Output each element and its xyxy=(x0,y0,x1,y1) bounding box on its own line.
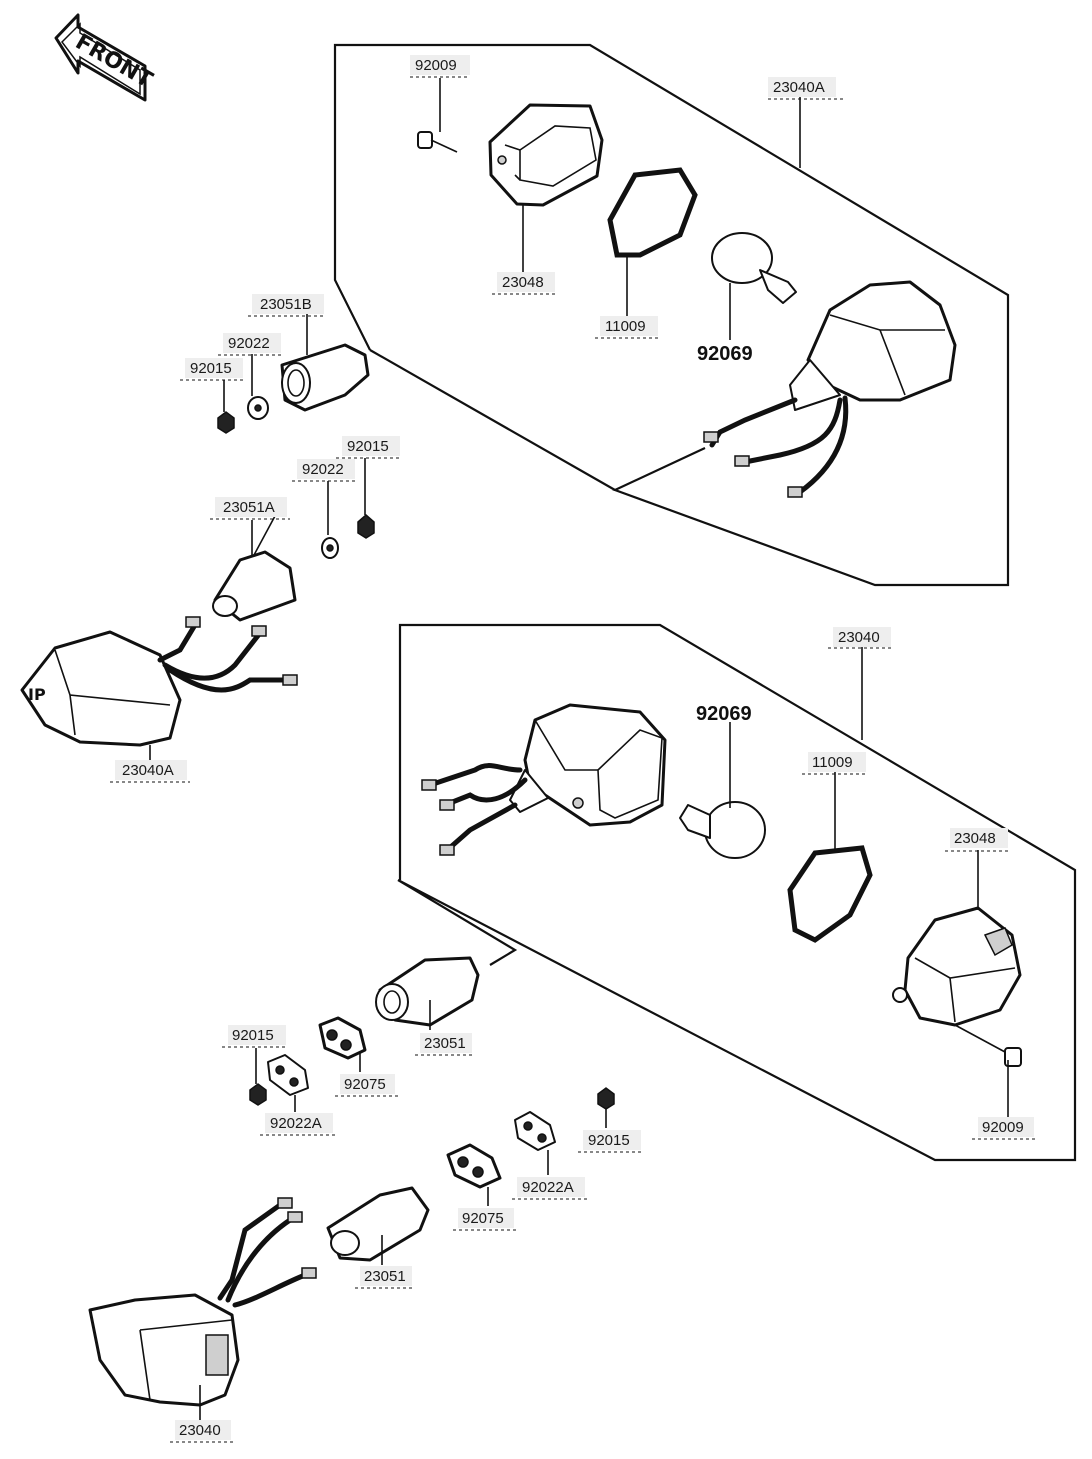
label-11009-top: 11009 xyxy=(595,316,660,339)
label-23051A: 23051A xyxy=(210,497,290,520)
svg-text:92022: 92022 xyxy=(228,335,270,352)
svg-text:92015: 92015 xyxy=(232,1027,274,1044)
turn-signal-23040A-left: IP xyxy=(20,616,298,760)
bulb-92069-mid xyxy=(679,722,766,859)
label-23040A-left: 23040A xyxy=(110,760,190,783)
label-23040-frame: 23040 xyxy=(828,627,893,649)
svg-text:23040A: 23040A xyxy=(122,762,174,779)
svg-text:11009: 11009 xyxy=(812,754,853,771)
svg-text:92069: 92069 xyxy=(697,343,753,365)
svg-text:92022A: 92022A xyxy=(522,1179,574,1196)
label-92009-top: 92009 xyxy=(410,55,470,78)
svg-text:92015: 92015 xyxy=(190,360,232,377)
nut-92015-b xyxy=(357,458,375,539)
turn-signal-23040-mid xyxy=(421,703,667,856)
label-92075-b: 92075 xyxy=(453,1208,517,1231)
label-92022A-a: 92022A xyxy=(260,1113,338,1136)
label-23051-a: 23051 xyxy=(415,1033,475,1056)
svg-text:23051B: 23051B xyxy=(260,296,312,313)
label-11009-mid: 11009 xyxy=(802,752,868,775)
grommet-92075-a xyxy=(318,1016,367,1072)
label-92015-c: 92015 xyxy=(222,1025,288,1048)
svg-text:92015: 92015 xyxy=(347,438,389,455)
svg-text:92009: 92009 xyxy=(982,1119,1024,1136)
label-23040A-frame: 23040A xyxy=(768,77,845,100)
lens-23048-mid xyxy=(892,850,1022,1027)
svg-text:23040A: 23040A xyxy=(773,79,825,96)
label-92022A-b: 92022A xyxy=(512,1177,590,1200)
svg-text:92022A: 92022A xyxy=(270,1115,322,1132)
washer-92022-a xyxy=(247,354,269,420)
front-arrow-icon: FRONT xyxy=(54,13,156,102)
svg-text:23048: 23048 xyxy=(954,830,996,847)
screw-92009-top xyxy=(417,78,458,153)
turn-signal-23040-bottom xyxy=(88,1197,317,1420)
lens-23048-top xyxy=(488,103,604,272)
svg-text:23040: 23040 xyxy=(838,629,880,646)
group-frame-23040A xyxy=(333,43,1010,587)
svg-text:92069: 92069 xyxy=(696,703,752,725)
group-frame-23040 xyxy=(397,623,1077,1162)
washer-92022-b xyxy=(321,481,339,559)
label-92022-b: 92022 xyxy=(292,459,358,482)
label-92069-mid: 92069 xyxy=(696,703,752,725)
label-92009-mid: 92009 xyxy=(972,1117,1038,1140)
label-23048-top: 23048 xyxy=(492,272,558,295)
mount-23051-b xyxy=(326,1186,430,1265)
bulb-92069-top xyxy=(711,232,797,340)
svg-text:IP: IP xyxy=(28,685,46,704)
label-92015-b: 92015 xyxy=(336,436,402,459)
nut-92015-c xyxy=(249,1048,267,1106)
label-92069-top: 92069 xyxy=(697,343,753,365)
svg-text:23051: 23051 xyxy=(424,1035,466,1052)
svg-text:23051A: 23051A xyxy=(223,499,275,516)
svg-text:23048: 23048 xyxy=(502,274,544,291)
svg-text:23051: 23051 xyxy=(364,1268,406,1285)
svg-text:92015: 92015 xyxy=(588,1132,630,1149)
label-23048-mid: 23048 xyxy=(945,828,1010,852)
gasket-11009-top xyxy=(607,167,698,316)
label-92075-a: 92075 xyxy=(335,1074,398,1097)
mount-23051-a xyxy=(375,956,480,1030)
nut-92015-a xyxy=(217,380,235,434)
label-92022-a: 92022 xyxy=(218,333,282,356)
svg-text:92009: 92009 xyxy=(415,57,457,74)
svg-text:23040: 23040 xyxy=(179,1422,221,1439)
label-23040-bottom: 23040 xyxy=(170,1420,236,1443)
mount-23051A xyxy=(212,520,297,622)
label-23051B: 23051B xyxy=(248,294,326,317)
label-23051-b: 23051 xyxy=(355,1266,415,1289)
mount-23051B xyxy=(280,312,370,412)
label-92015-d: 92015 xyxy=(578,1130,644,1153)
nut-92015-d xyxy=(597,1087,615,1128)
washer-92022A-b xyxy=(514,1111,556,1175)
svg-text:92022: 92022 xyxy=(302,461,344,478)
gasket-11009-mid xyxy=(787,772,873,943)
turn-signal-23040A-right xyxy=(703,280,957,498)
svg-text:92075: 92075 xyxy=(462,1210,504,1227)
grommet-92075-b xyxy=(446,1143,502,1206)
washer-92022A-a xyxy=(267,1054,309,1112)
label-92015-a: 92015 xyxy=(180,358,246,381)
svg-text:92075: 92075 xyxy=(344,1076,386,1093)
svg-text:11009: 11009 xyxy=(605,318,646,335)
screw-92009-mid xyxy=(954,1024,1022,1118)
